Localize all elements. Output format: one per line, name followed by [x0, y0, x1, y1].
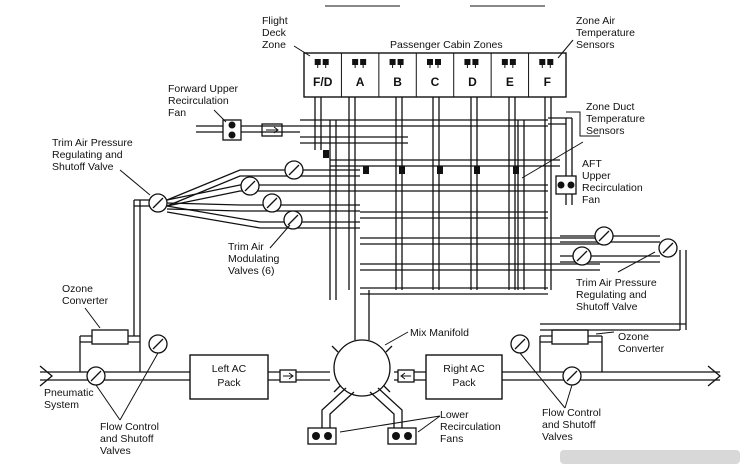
mix-manifold-label: Mix Manifold: [410, 327, 469, 339]
flow-control-right-label-2: and Shutoff: [542, 419, 596, 431]
zone-label: A: [356, 75, 365, 89]
zone-label: B: [393, 75, 402, 89]
zone-cell-fd: F/D: [313, 59, 333, 89]
temperature-sensor-icon: [399, 166, 405, 174]
zone-cell-d: D: [453, 53, 479, 97]
aft-recirc-fan-label-4: Fan: [582, 194, 600, 206]
zone-label: E: [506, 75, 514, 89]
temperature-sensor-icon: [437, 166, 443, 174]
zone-label: C: [431, 75, 440, 89]
zone-cell-b: B: [378, 53, 404, 97]
trim-prsov-left-label-3: Shutoff Valve: [52, 161, 114, 173]
right-ac-pack: Right AC Pack: [425, 354, 503, 400]
flow-control-right-label-3: Valves: [542, 431, 573, 443]
watermark: [560, 450, 740, 464]
zone-air-sensors-label-1: Zone Air: [576, 15, 616, 27]
flight-deck-zone-label-1: Flight: [262, 15, 288, 27]
trim-prsov-right-label-1: Trim Air Pressure: [576, 277, 657, 289]
zone-cell-a: A: [340, 53, 367, 97]
trim-mod-valves-label-1: Trim Air: [228, 241, 264, 253]
zone-duct-sensors-label-2: Temperature: [586, 113, 645, 125]
forward-upper-recirculation-fan: [196, 119, 300, 141]
fwd-recirc-fan-label-3: Fan: [168, 107, 186, 119]
trim-prsov-right-label-2: Regulating and: [576, 289, 647, 301]
right-ac-pack-label-2: Pack: [452, 377, 476, 389]
lower-recirc-fans-label-3: Fans: [440, 433, 463, 445]
left-ac-pack-label-2: Pack: [217, 377, 241, 389]
zone-label: F: [544, 75, 551, 89]
temperature-sensor-icon: [323, 150, 329, 158]
cabin-zones-block: F/D A B C D E F: [303, 52, 567, 98]
zone-cell-e: E: [490, 53, 516, 97]
right-trim-air-line: [540, 226, 687, 331]
ozone-left-label-1: Ozone: [62, 283, 93, 295]
lower-recirc-fans-label-1: Lower: [440, 409, 469, 421]
ozone-left-label-2: Converter: [62, 295, 109, 307]
zone-cell-c: C: [415, 53, 441, 97]
trim-mod-valves-label-2: Modulating: [228, 253, 280, 265]
flight-deck-zone-label-3: Zone: [262, 39, 286, 51]
mix-manifold-assembly: [321, 290, 403, 428]
right-ozone-converter: [510, 329, 603, 386]
zone-duct-sensors-label-3: Sensors: [586, 125, 625, 137]
flow-control-right-label-1: Flow Control: [542, 407, 601, 419]
temperature-sensor-icon: [539, 59, 554, 68]
aft-recirc-fan-label-1: AFT: [582, 158, 602, 170]
zone-label: D: [468, 75, 477, 89]
pneumatic-system-label-2: System: [44, 399, 79, 411]
fwd-recirc-fan-label-2: Recirculation: [168, 95, 229, 107]
zone-air-sensors-label-3: Sensors: [576, 39, 615, 51]
aft-recirc-fan-label-3: Recirculation: [582, 182, 643, 194]
left-trim-air-line: [133, 160, 360, 336]
fwd-recirc-fan-label-1: Forward Upper: [168, 83, 239, 95]
left-ac-pack: Left AC Pack: [189, 354, 269, 400]
temperature-sensor-icon: [474, 166, 480, 174]
zone-duct-sensors-label-1: Zone Duct: [586, 101, 635, 113]
zone-cells: F/D A B C D E F: [313, 53, 554, 97]
trim-mod-valves-label-3: Valves (6): [228, 265, 275, 277]
lower-recirc-fans-label-2: Recirculation: [440, 421, 501, 433]
temperature-sensor-icon: [314, 59, 329, 68]
zone-label: F/D: [313, 75, 333, 89]
flow-control-left-label-1: Flow Control: [100, 421, 159, 433]
temperature-sensor-icon: [363, 166, 369, 174]
ozone-right-label-2: Converter: [618, 343, 665, 355]
pneumatic-system-label-1: Pneumatic: [44, 387, 94, 399]
trim-prsov-left-label-1: Trim Air Pressure: [52, 137, 133, 149]
zone-air-sensors-label-2: Temperature: [576, 27, 635, 39]
aft-recirc-fan-label-2: Upper: [582, 170, 611, 182]
flow-arrow-icon: [261, 123, 415, 383]
temperature-sensor-icon: [352, 59, 367, 68]
temperature-sensor-icon: [464, 59, 479, 68]
right-ac-pack-label-1: Right AC: [443, 363, 485, 375]
ozone-right-label-1: Ozone: [618, 331, 649, 343]
flight-deck-zone-label-2: Deck: [262, 27, 287, 39]
lower-recirculation-fans: [307, 427, 417, 445]
duct-temperature-sensors: [323, 150, 519, 174]
left-ac-pack-label-1: Left AC: [212, 363, 247, 375]
zone-supply-ducts: [300, 97, 600, 300]
temperature-sensor-icon: [501, 59, 516, 68]
left-ozone-converter: [79, 329, 168, 386]
trim-prsov-right-label-3: Shutoff Valve: [576, 301, 638, 313]
temperature-sensor-icon: [389, 59, 404, 68]
temperature-sensor-icon: [513, 166, 519, 174]
aft-upper-recirculation-fan: [548, 117, 577, 205]
zone-cell-f: F: [528, 53, 554, 97]
flow-control-left-label-3: Valves: [100, 445, 131, 457]
leader-lines: [84, 39, 656, 433]
passenger-cabin-zones-label: Passenger Cabin Zones: [390, 39, 503, 51]
temperature-sensor-icon: [427, 59, 441, 68]
labels: Flight Deck Zone Passenger Cabin Zones Z…: [44, 15, 665, 457]
flow-control-left-label-2: and Shutoff: [100, 433, 154, 445]
trim-prsov-left-label-2: Regulating and: [52, 149, 123, 161]
